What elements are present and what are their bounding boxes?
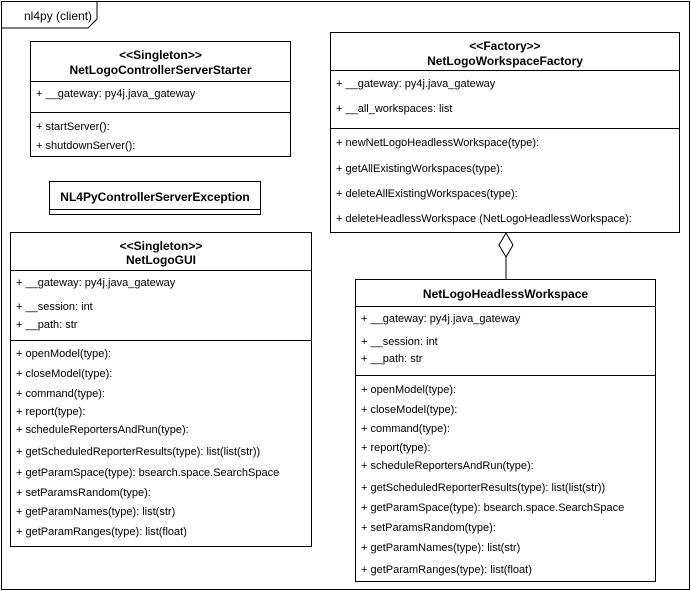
- class-divider: [356, 375, 655, 376]
- class-method: + openModel(type):: [361, 384, 457, 396]
- class-method: + newNetLogoHeadlessWorkspace(type):: [336, 137, 540, 149]
- class-method: + closeModel(type):: [16, 368, 113, 380]
- class-stereotype: <<Singleton>>: [119, 239, 203, 253]
- class-method: + scheduleReportersAndRun(type):: [16, 424, 189, 436]
- class-method: + getAllExistingWorkspaces(type):: [336, 163, 504, 175]
- class-nl4py-controller-server-exception[interactable]: NL4PyControllerServerException: [49, 181, 261, 215]
- class-name: NetLogoControllerServerStarter: [69, 63, 252, 77]
- class-attribute: + __gateway: py4j.java_gateway: [36, 88, 196, 100]
- class-method: + report(type):: [361, 442, 431, 454]
- class-stereotype: <<Factory>>: [469, 39, 541, 53]
- class-method: + scheduleReportersAndRun(type):: [361, 460, 534, 472]
- class-netlogo-headless-workspace[interactable]: NetLogoHeadlessWorkspace + __gateway: py…: [355, 279, 656, 582]
- class-attribute: + __path: str: [16, 319, 78, 331]
- class-divider: [11, 270, 311, 271]
- class-attribute: + __path: str: [361, 353, 423, 365]
- class-method: + command(type):: [16, 388, 105, 400]
- class-netlogo-controller-server-starter[interactable]: <<Singleton>> NetLogoControllerServerSta…: [30, 41, 291, 157]
- class-method: + setParamsRandom(type):: [361, 522, 496, 534]
- class-method: + getScheduledReporterResults(type): lis…: [16, 446, 261, 458]
- class-divider: [331, 128, 679, 129]
- package-frame-tab: [2, 2, 98, 29]
- class-stereotype: <<Singleton>>: [119, 48, 202, 62]
- class-netlogo-workspace-factory[interactable]: <<Factory>> NetLogoWorkspaceFactory + __…: [330, 32, 680, 233]
- class-method: + setParamsRandom(type):: [16, 487, 151, 499]
- class-method: + getParamSpace(type): bsearch.space.Sea…: [16, 467, 280, 479]
- class-divider: [31, 81, 290, 82]
- class-method: + startServer():: [36, 121, 110, 133]
- class-name: NetLogoWorkspaceFactory: [427, 54, 583, 68]
- class-divider: [11, 340, 311, 341]
- class-netlogo-gui[interactable]: <<Singleton>> NetLogoGUI + __gateway: py…: [10, 232, 312, 547]
- class-name: NetLogoGUI: [126, 253, 196, 267]
- class-divider: [356, 306, 655, 307]
- class-method: + getParamRanges(type): list(float): [361, 564, 532, 576]
- class-divider: [50, 209, 260, 210]
- class-name: NL4PyControllerServerException: [60, 190, 250, 204]
- class-method: + shutdownServer():: [36, 140, 136, 152]
- class-method: + getScheduledReporterResults(type): lis…: [361, 482, 606, 494]
- class-attribute: + __all_workspaces: list: [336, 103, 453, 115]
- class-method: + report(type):: [16, 406, 86, 418]
- class-method: + deleteHeadlessWorkspace (NetLogoHeadle…: [336, 213, 632, 225]
- class-attribute: + __gateway: py4j.java_gateway: [361, 313, 521, 325]
- class-attribute: + __gateway: py4j.java_gateway: [16, 277, 176, 289]
- class-method: + getParamNames(type): list(str): [361, 542, 521, 554]
- class-method: + deleteAllExistingWorkspaces(type):: [336, 188, 518, 200]
- class-method: + getParamSpace(type): bsearch.space.Sea…: [361, 502, 625, 514]
- class-method: + command(type):: [361, 423, 450, 435]
- class-attribute: + __gateway: py4j.java_gateway: [336, 78, 496, 90]
- class-divider: [331, 70, 679, 71]
- class-method: + openModel(type):: [16, 348, 112, 360]
- class-method: + getParamNames(type): list(str): [16, 506, 176, 518]
- class-method: + getParamRanges(type): list(float): [16, 526, 187, 538]
- class-divider: [31, 112, 290, 113]
- class-attribute: + __session: int: [16, 301, 93, 313]
- package-frame-title: nl4py (client): [24, 9, 93, 23]
- class-method: + closeModel(type):: [361, 404, 458, 416]
- class-attribute: + __session: int: [361, 336, 438, 348]
- class-name: NetLogoHeadlessWorkspace: [422, 287, 589, 301]
